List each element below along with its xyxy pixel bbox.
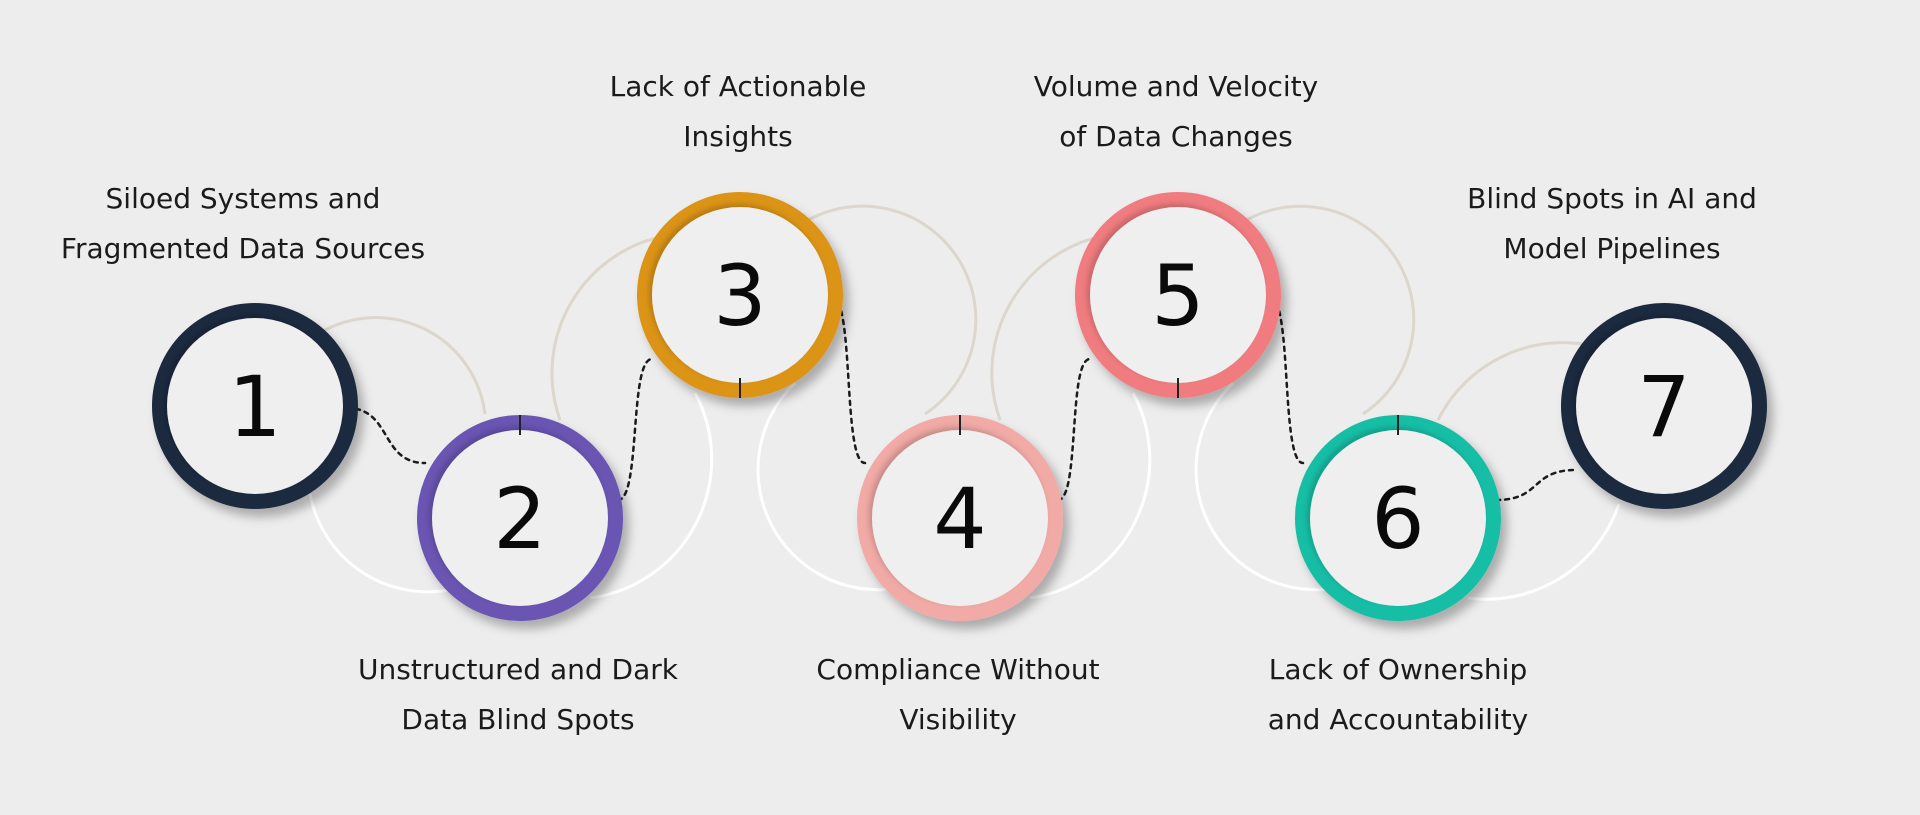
step-6-label: Lack of Ownership and Accountability [1188, 645, 1608, 745]
step-5-label: Volume and Velocity of Data Changes [966, 62, 1386, 162]
step-rings: 1 2 3 4 5 6 7 [152, 192, 1767, 621]
step-number: 6 [1371, 470, 1424, 568]
step-number: 7 [1637, 358, 1690, 456]
dotted-connector [1494, 468, 1578, 502]
step-3: 3 [637, 192, 843, 398]
step-4: 4 [857, 415, 1063, 621]
step-number: 1 [228, 358, 281, 456]
step-6-label-line-2: and Accountability [1267, 703, 1529, 736]
background-arc [314, 316, 487, 415]
step-3-label-line-2: Insights [683, 120, 793, 153]
step-4-label-line-1: Compliance Without [816, 653, 1100, 686]
background-arc [1237, 204, 1416, 416]
step-1-label-line-1: Siloed Systems and [105, 182, 381, 215]
step-3-label: Lack of Actionable Insights [528, 62, 948, 162]
step-ring [1561, 303, 1767, 509]
step-number: 3 [713, 247, 766, 345]
step-7-label-line-1: Blind Spots in AI and [1467, 182, 1757, 215]
step-7-label-line-2: Model Pipelines [1503, 232, 1721, 265]
step-number: 2 [493, 470, 546, 568]
background-arc [589, 392, 714, 600]
background-arc [308, 493, 459, 594]
background-arc [1436, 341, 1595, 421]
step-2-label-line-1: Unstructured and Dark [357, 653, 678, 686]
dotted-connector [345, 406, 427, 465]
step-inner-disc [872, 430, 1048, 606]
step-7-label: Blind Spots in AI and Model Pipelines [1402, 174, 1822, 274]
step-1-label: Siloed Systems and Fragmented Data Sourc… [33, 174, 453, 274]
step-5-label-line-1: Volume and Velocity [1033, 70, 1319, 103]
dotted-connector [616, 357, 654, 502]
background-arc [799, 204, 978, 416]
step-4-label: Compliance Without Visibility [748, 645, 1168, 745]
step-6-label-line-1: Lack of Ownership [1268, 653, 1528, 686]
step-number: 5 [1151, 247, 1204, 345]
step-1-label-line-2: Fragmented Data Sources [60, 232, 426, 265]
dotted-connector [1056, 357, 1092, 502]
step-ring [152, 303, 358, 509]
background-arc [756, 381, 899, 592]
step-inner-disc [1310, 430, 1486, 606]
step-5-label-line-2: of Data Changes [1059, 120, 1293, 153]
step-7: 7 [1561, 303, 1767, 509]
step-2-label-line-2: Data Blind Spots [401, 703, 635, 736]
step-inner-disc [652, 207, 828, 383]
step-number: 4 [933, 470, 986, 568]
step-6: 6 [1295, 415, 1501, 621]
step-4-label-line-2: Visibility [899, 703, 1017, 736]
step-1: 1 [152, 303, 358, 509]
step-3-label-line-1: Lack of Actionable [609, 70, 867, 103]
step-2: 2 [417, 415, 623, 621]
background-arcs [308, 204, 1621, 601]
background-arc [550, 233, 671, 421]
step-inner-disc [1576, 318, 1752, 494]
background-arc [1194, 381, 1337, 592]
background-arc [1467, 503, 1621, 601]
step-inner-disc [432, 430, 608, 606]
step-2-label: Unstructured and Dark Data Blind Spots [308, 645, 728, 745]
background-arc [990, 233, 1109, 421]
step-5: 5 [1075, 192, 1281, 398]
step-inner-disc [1090, 207, 1266, 383]
step-inner-disc [167, 318, 343, 494]
background-arc [1029, 392, 1152, 600]
